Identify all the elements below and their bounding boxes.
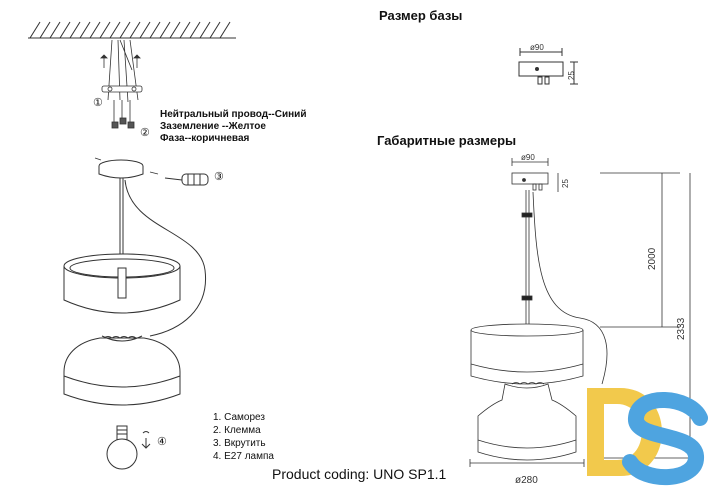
lower-shade: [63, 335, 181, 406]
step-marker-4: ④: [157, 436, 167, 448]
dim-total-height: 2333: [676, 317, 687, 340]
wiring-ground: Заземление --Желтое: [160, 121, 266, 132]
wiring-neutral: Нейтральный провод--Синий: [160, 109, 307, 120]
mounting-hardware: [94, 39, 159, 175]
product-code: Product coding: UNO SP1.1: [272, 466, 447, 482]
ceiling-hatch: [28, 21, 236, 39]
step-marker-3: ③: [214, 171, 224, 183]
parts-list-item: 2. Клемма: [213, 425, 261, 436]
upper-shade: [63, 253, 181, 314]
parts-list-item: 3. Вкрутить: [213, 438, 266, 449]
overall-drawing: [469, 158, 700, 467]
screwdriver-icon: [164, 173, 209, 186]
dim-overall-base-diameter: ø90: [521, 153, 535, 162]
dim-shade-diameter: ø280: [515, 475, 538, 486]
dim-overall-base-height: 25: [561, 179, 570, 188]
base-size-heading: Размер базы: [379, 8, 463, 23]
dim-base-diameter: ø90: [530, 43, 544, 52]
wiring-phase: Фаза--коричневая: [160, 133, 250, 144]
step-marker-1: ①: [93, 97, 103, 109]
parts-list: 1. Саморез 2. Клемма 3. Вкрутить 4. E27 …: [213, 411, 274, 463]
dim-base-height: 25: [567, 71, 576, 80]
bulb-icon: [106, 425, 151, 470]
parts-list-item: 4. E27 лампа: [213, 451, 274, 462]
canopy: [98, 159, 144, 179]
ds-logo: [587, 388, 708, 486]
step-marker-2: ②: [140, 127, 150, 139]
parts-list-item: 1. Саморез: [213, 412, 265, 423]
base-size-drawing: [518, 48, 578, 85]
overall-dims-heading: Габаритные размеры: [377, 133, 517, 148]
dim-cable-length: 2000: [647, 247, 658, 270]
